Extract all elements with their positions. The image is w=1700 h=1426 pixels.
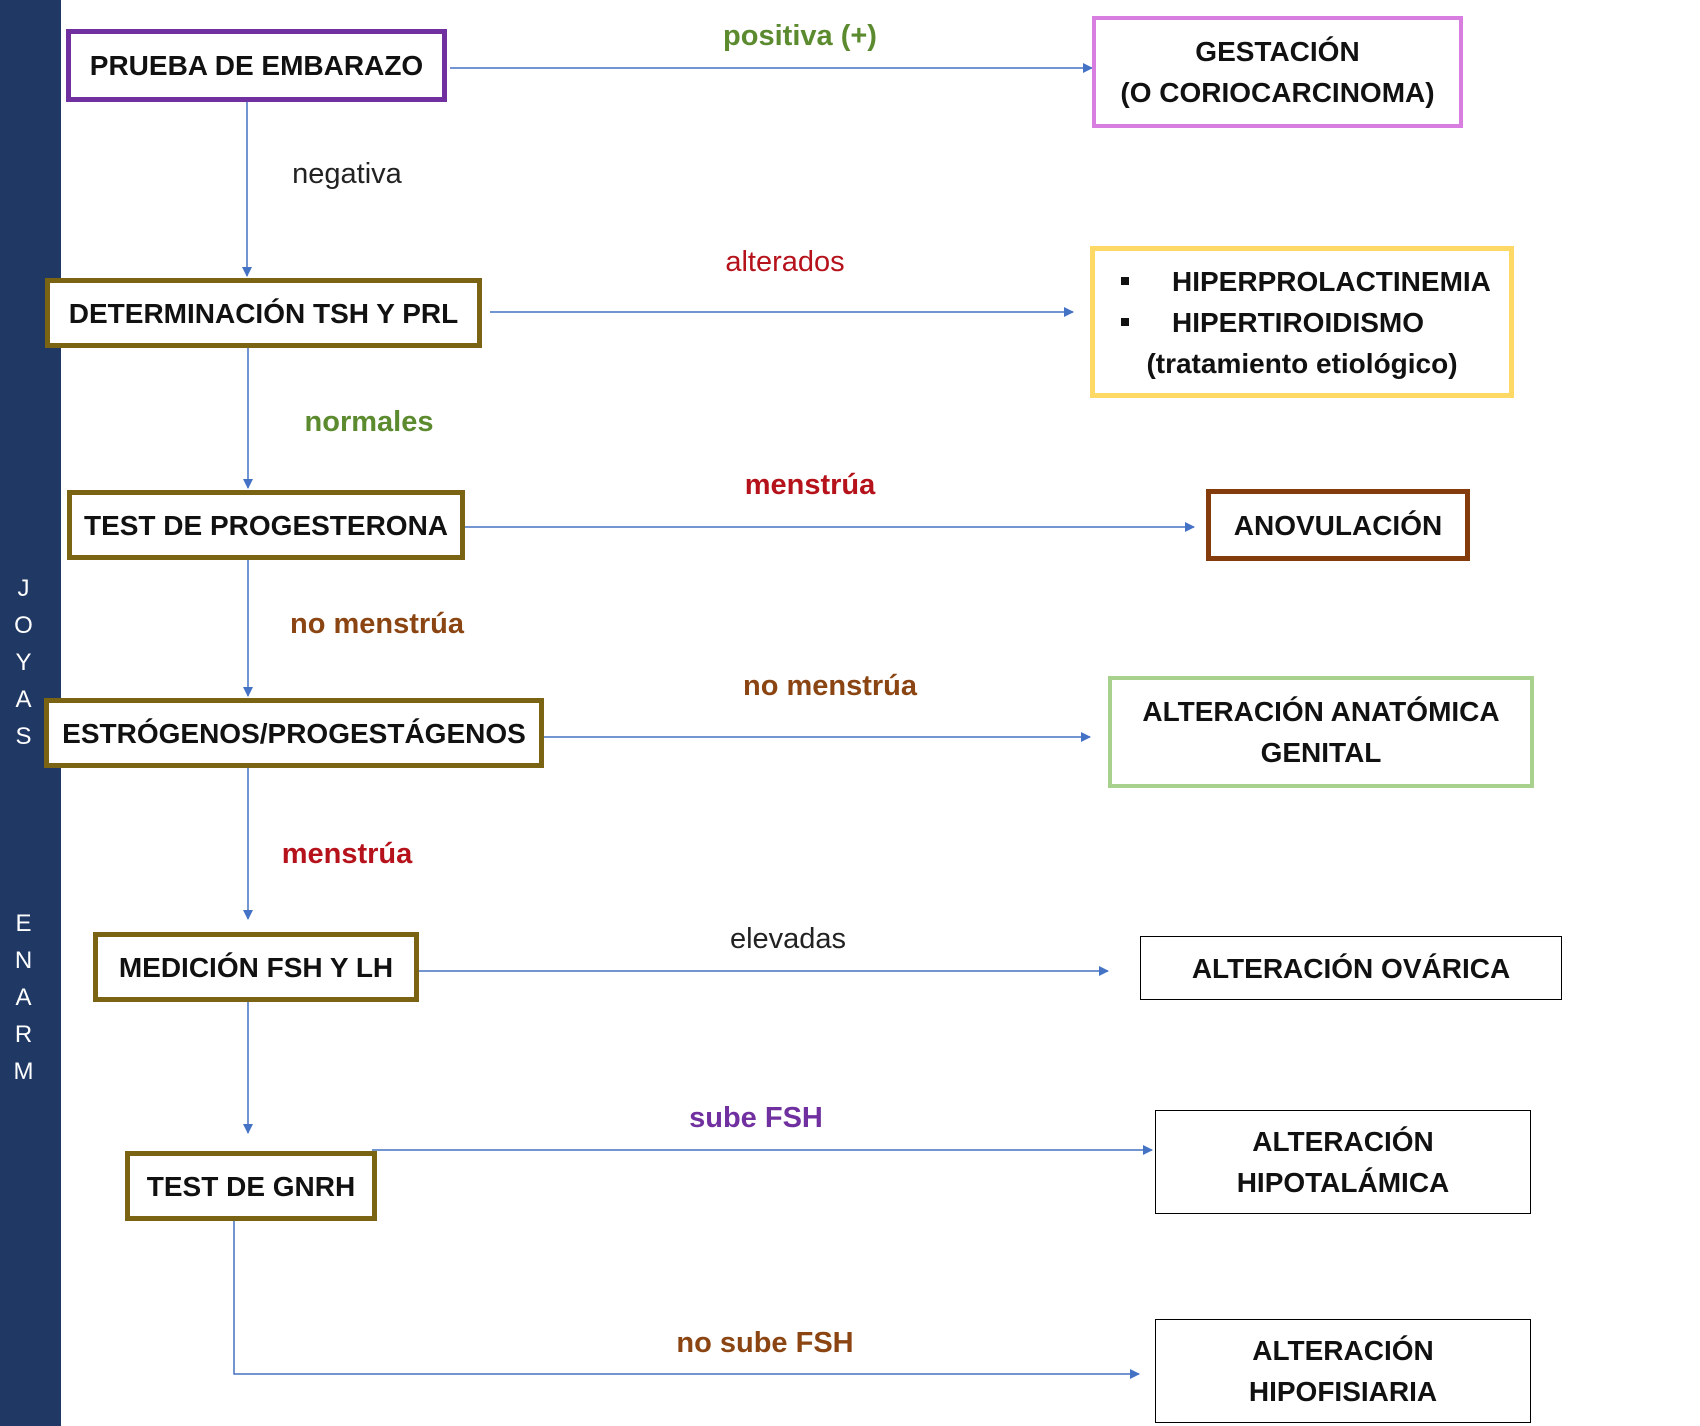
sidebar-text-joyas: J O Y A S (14, 575, 34, 750)
hyper-list: HIPERPROLACTINEMIA HIPERTIROIDISMO (trat… (1095, 261, 1509, 384)
sidebar-text-enarm: E N A R M (13, 910, 35, 1085)
anatomical-line1: ALTERACIÓN ANATÓMICA (1142, 696, 1500, 727)
pituitary-box: ALTERACIÓN HIPOFISIARIA (1155, 1319, 1531, 1423)
gnrh-test-label: TEST DE GNRH (146, 1170, 356, 1202)
pituitary-line1: ALTERACIÓN (1252, 1335, 1434, 1366)
fsh-lh-label: MEDICIÓN FSH Y LH (118, 951, 394, 983)
hypothalamic-line2: HIPOTALÁMICA (1236, 1167, 1450, 1198)
anovulation-label: ANOVULACIÓN (1233, 509, 1443, 541)
bullet-square-icon (1121, 318, 1129, 326)
pregnancy-test-box: PRUEBA DE EMBARAZO (66, 29, 447, 102)
label-altered: alterados (725, 246, 845, 278)
label-fsh-no-rise: no sube FSH (676, 1327, 854, 1359)
ovarian-label: ALTERACIÓN OVÁRICA (1191, 952, 1511, 984)
arrow-fsh-no-rise (233, 1214, 1140, 1379)
hyper-item-2: HIPERTIROIDISMO (1121, 302, 1509, 343)
gnrh-test-box: TEST DE GNRH (125, 1151, 377, 1221)
hypothalamic-box: ALTERACIÓN HIPOTALÁMICA (1155, 1110, 1531, 1214)
estrogen-progestagen-label: ESTRÓGENOS/PROGESTÁGENOS (62, 717, 526, 749)
label-normal: normales (304, 406, 434, 438)
hypothalamic-line1: ALTERACIÓN (1252, 1126, 1434, 1157)
anatomical-box: ALTERACIÓN ANATÓMICA GENITAL (1108, 676, 1534, 788)
label-fsh-rises: sube FSH (689, 1102, 823, 1134)
label-elevated: elevadas (729, 923, 847, 955)
label-no-menstruation-2: no menstrúa (742, 670, 918, 702)
label-negative: negativa (292, 158, 402, 190)
ovarian-box: ALTERACIÓN OVÁRICA (1140, 936, 1562, 1000)
gestation-line2: (O CORIOCARCINOMA) (1120, 77, 1435, 108)
treatment-label: (tratamiento etiológico) (1146, 347, 1458, 379)
label-menstruation-2: menstrúa (281, 838, 413, 870)
fsh-lh-box: MEDICIÓN FSH Y LH (93, 932, 419, 1002)
bullet-square-icon (1121, 277, 1129, 285)
hyper-item-1: HIPERPROLACTINEMIA (1121, 261, 1509, 302)
hyper-box: HIPERPROLACTINEMIA HIPERTIROIDISMO (trat… (1090, 246, 1514, 398)
tsh-prl-box: DETERMINACIÓN TSH Y PRL (45, 278, 482, 348)
anatomical-line2: GENITAL (1260, 737, 1382, 768)
hyperthyroidism-label: HIPERTIROIDISMO (1172, 306, 1425, 338)
tsh-prl-label: DETERMINACIÓN TSH Y PRL (68, 297, 459, 329)
pituitary-line2: HIPOFISIARIA (1248, 1376, 1438, 1407)
estrogen-progestagen-box: ESTRÓGENOS/PROGESTÁGENOS (44, 698, 544, 768)
label-no-menstruation-1: no menstrúa (289, 608, 465, 640)
gestation-line1: GESTACIÓN (1195, 36, 1360, 67)
progesterone-test-label: TEST DE PROGESTERONA (83, 509, 449, 541)
label-positive: positiva (+) (723, 20, 877, 52)
anovulation-box: ANOVULACIÓN (1206, 489, 1470, 561)
pregnancy-test-label: PRUEBA DE EMBARAZO (89, 50, 424, 81)
hyperprolactinemia-label: HIPERPROLACTINEMIA (1172, 265, 1491, 297)
progesterone-test-box: TEST DE PROGESTERONA (67, 490, 465, 560)
label-menstruation-1: menstrúa (744, 469, 876, 501)
gestation-box: GESTACIÓN (O CORIOCARCINOMA) (1092, 16, 1463, 128)
